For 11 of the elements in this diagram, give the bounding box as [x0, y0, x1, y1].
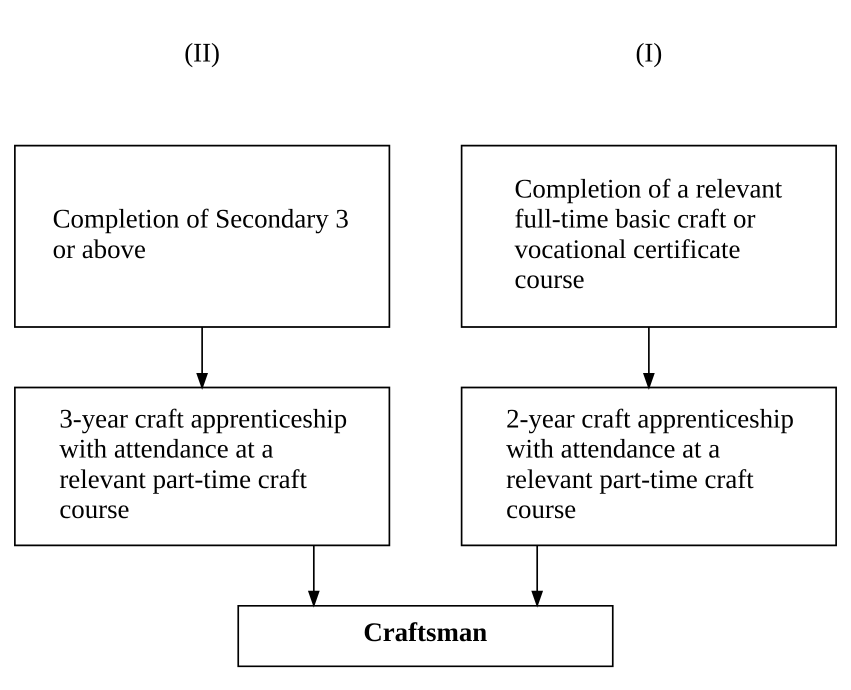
arrow	[531, 545, 544, 608]
arrow	[642, 326, 655, 390]
node-box: 3-year craft apprenticeship with attendance at a relevant part-time craft course	[14, 386, 390, 546]
label: (II)	[184, 36, 220, 67]
node-box: 2-year craft apprenticeship with attendance at a relevant part-time craft course	[460, 386, 837, 546]
node-box: Craftsman	[237, 604, 614, 667]
arrow	[196, 326, 208, 390]
arrow	[308, 545, 320, 608]
node-box: Completion of Secondary 3 or above	[14, 144, 390, 328]
label: (I)	[635, 36, 662, 67]
node-box: Completion of a relevant full-time basic craft or vocational certificate course	[460, 144, 837, 328]
